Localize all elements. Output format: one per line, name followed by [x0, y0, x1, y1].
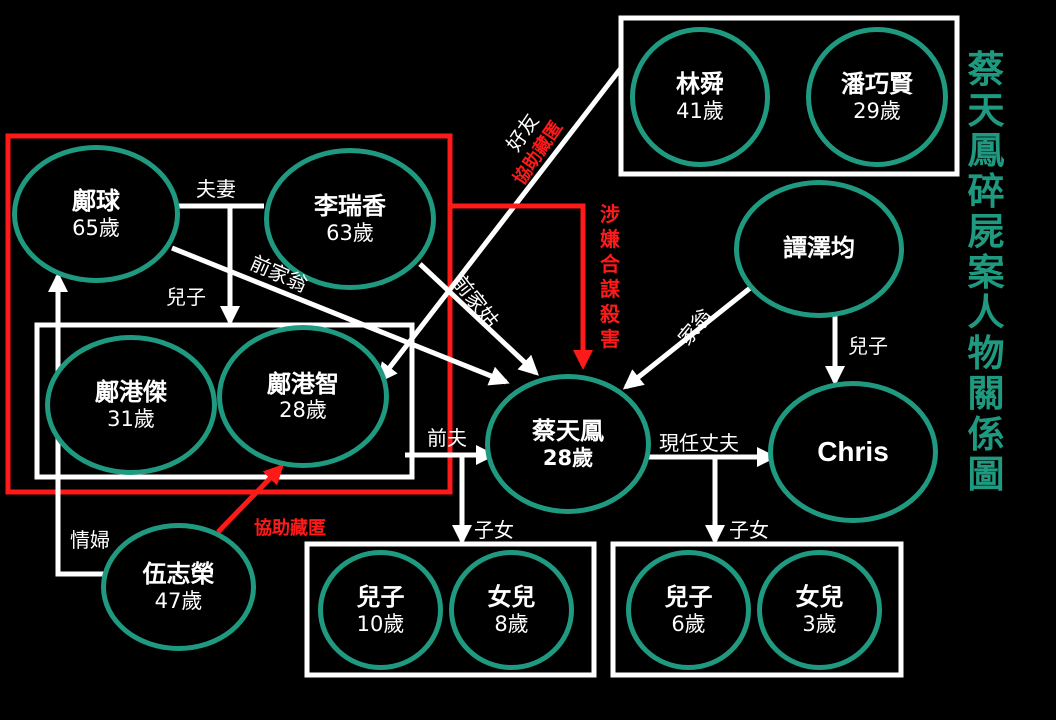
node-ng-chi-wing: 伍志榮 47歲: [101, 523, 256, 651]
children-box-ex-husband: [304, 541, 597, 678]
node-name: 潘巧賢: [841, 70, 913, 99]
node-age: 65歲: [72, 215, 120, 240]
node-name: 鄺港智: [267, 369, 339, 398]
node-daughter-b: 女兒 3歲: [757, 550, 882, 670]
node-age: 6歲: [671, 611, 706, 636]
label-children-b: 子女: [729, 518, 769, 542]
node-name: 鄺港傑: [95, 378, 167, 407]
node-tam-chak-kwan: 譚澤均: [734, 180, 904, 318]
label-ex-husband: 前夫: [427, 426, 467, 450]
label-current-husband: 現任丈夫: [659, 431, 739, 455]
node-name: 女兒: [795, 583, 844, 612]
node-kwong-kong-chi: 鄺港智 28歲: [217, 325, 389, 468]
node-age: 47歲: [154, 588, 203, 613]
label-children-a: 子女: [474, 518, 514, 542]
node-chris: Chris: [768, 381, 938, 523]
node-age: 10歲: [356, 611, 405, 636]
diagram-title: 蔡天鳳碎屍案人物關係圖: [967, 48, 1005, 496]
good-friend-arrow: [377, 66, 623, 384]
kwong-family-red-box: [5, 133, 453, 495]
label-spouses: 夫妻: [196, 177, 236, 201]
assist-hiding-arrow-ng: [216, 464, 284, 534]
node-lam-shun: 林舜 41歲: [630, 27, 770, 167]
node-name: 蔡天鳳: [532, 417, 604, 446]
node-name: 李瑞香: [314, 192, 386, 221]
label-mistress: 情婦: [70, 528, 110, 552]
node-li-shui-heung: 李瑞香 63歲: [264, 148, 436, 290]
label-son-tam: 兒子: [848, 334, 888, 358]
label-assist-hiding-ng: 協助藏匿: [254, 518, 326, 539]
node-son-b: 兒子 6歲: [626, 550, 751, 670]
node-age: 28歲: [279, 398, 327, 423]
node-age: 28歲: [542, 445, 594, 470]
children-box-current-husband: [610, 541, 904, 678]
label-suspected-conspiracy: 涉嫌合謀殺害: [600, 202, 620, 351]
node-age: 41歲: [676, 98, 724, 123]
node-name: 伍志榮: [142, 560, 215, 589]
suspected-conspiracy-arrow: [450, 203, 593, 370]
node-age: 29歲: [853, 98, 901, 123]
node-kwong-kong-kit: 鄺港傑 31歲: [45, 335, 217, 475]
node-kwong-kau: 鄺球 65歲: [12, 145, 180, 283]
node-son-a: 兒子 10歲: [318, 550, 443, 670]
node-daughter-a: 女兒 8歲: [449, 550, 574, 670]
node-abby-choi: 蔡天鳳 28歲: [485, 374, 651, 514]
node-age: 63歲: [326, 220, 374, 245]
former-father-in-law-arrow: [171, 245, 510, 386]
label-son-kwong: 兒子: [166, 285, 206, 309]
node-name: 兒子: [664, 583, 713, 612]
node-name: 林舜: [676, 70, 724, 99]
node-name: 兒子: [356, 583, 405, 612]
node-name: 女兒: [487, 583, 536, 612]
node-name: 鄺球: [72, 187, 120, 216]
node-age: 8歲: [494, 611, 529, 636]
node-poon-hau-yin: 潘巧賢 29歲: [806, 27, 948, 167]
node-name: Chris: [817, 435, 889, 467]
node-age: 3歲: [802, 611, 837, 636]
node-name: 譚澤均: [783, 234, 855, 263]
former-mother-in-law-arrow: [418, 262, 539, 376]
node-age: 31歲: [107, 406, 155, 431]
friends-box: [618, 15, 960, 177]
father-in-law-arrow: [622, 283, 756, 390]
